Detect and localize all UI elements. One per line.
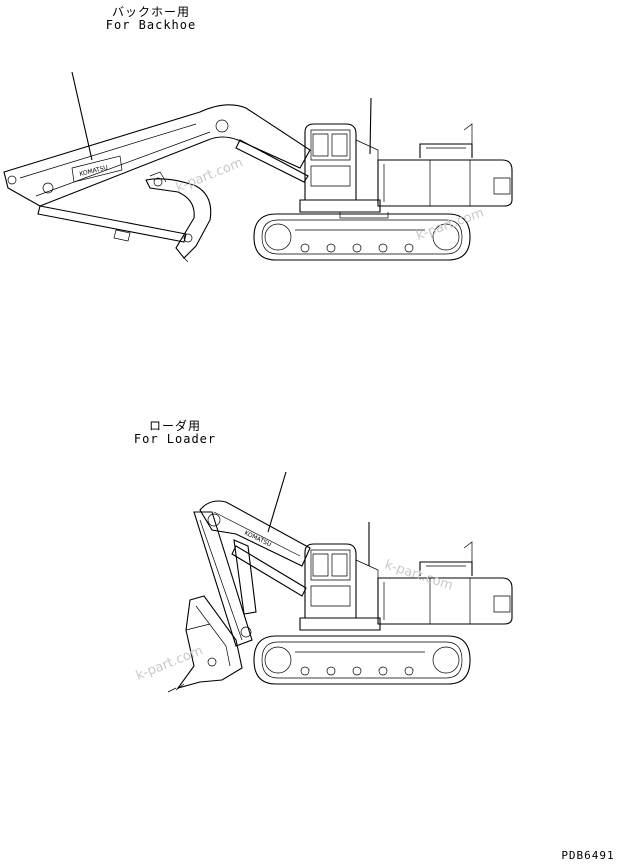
loader-boom: KOMATSU [199,500,311,567]
watermark: k-part.com [383,558,455,594]
loader-arm [193,511,307,647]
loader-en-label: For Loader [133,432,217,446]
drawing-id: PDB6491 [561,849,615,862]
backhoe-excavator: KOMATSU k-part.com k-part.com [3,71,513,263]
backhoe-cab [304,123,379,201]
backhoe-decal-leader [71,71,93,161]
backhoe-decal-text: KOMATSU [79,164,109,178]
backhoe-en-label: For Backhoe [105,18,197,32]
watermark: k-part.com [174,155,245,195]
backhoe-cylinders [37,139,309,243]
loader-decal-leader [267,471,287,533]
backhoe-jp-label: バックホー用 [111,5,190,19]
loader-bucket [167,595,243,693]
backhoe-bucket [145,171,212,263]
watermark: k-part.com [414,205,486,243]
backhoe-cab-leader [369,97,372,155]
loader-excavator: KOMATSU k-part.com k-part.com [134,471,513,693]
loader-cab [304,543,379,619]
loader-crawler-track [253,635,471,685]
backhoe-boom: KOMATSU [3,104,311,207]
watermark: k-part.com [134,643,205,683]
backhoe-upper-structure [299,123,513,219]
backhoe-crawler-track [253,213,471,261]
loader-jp-label: ローダ用 [148,419,201,433]
